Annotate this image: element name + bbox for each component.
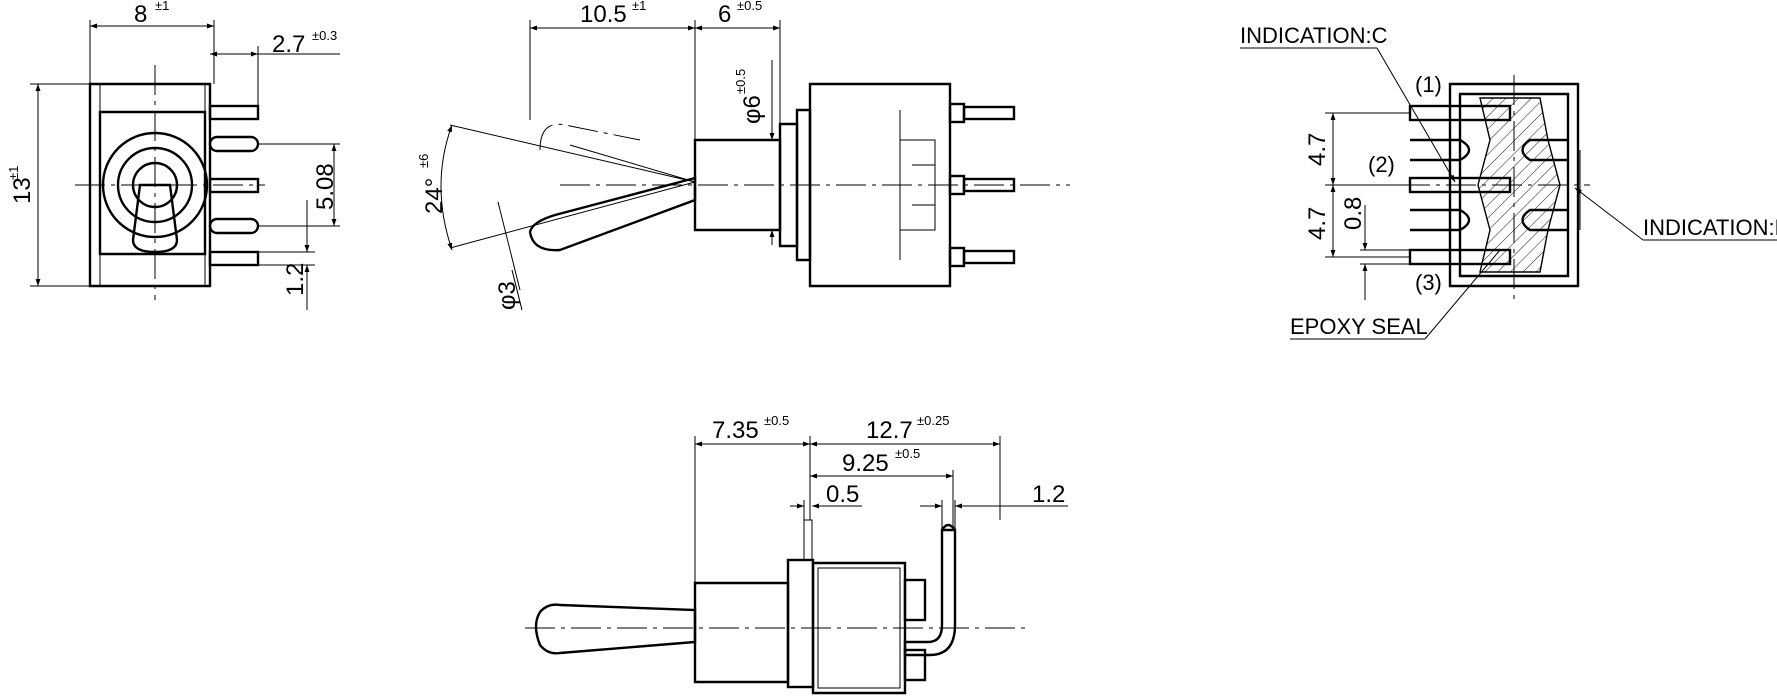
side-view: 10.5 ±1 6 ±0.5 φ6 ±0.5 24° ±6 φ3 [416,0,1070,311]
front-height-tol: ±1 [6,166,21,180]
side-bushing-length-label: 6 [718,1,731,28]
bottom-spacing-upper: 4.7 [1304,133,1331,166]
bottom-pin-3: (3) [1415,270,1442,295]
front-pin-offset-label: 2.7 [272,31,305,58]
top-view: 7.35 ±0.5 12.7 ±0.25 9.25 ±0.5 0.5 1.2 [525,413,1068,695]
top-flange-label: 0.5 [826,481,859,508]
front-pitch-label: 5.08 [312,163,339,210]
front-pin-width-label: 1.2 [282,263,309,296]
top-body-height-label: 9.25 [842,450,889,477]
top-lever-height-tol: ±0.5 [764,413,789,428]
bottom-view: INDICATION:C INDICATION:D EPOXY SEAL (1)… [1240,23,1777,340]
top-total-height-tol: ±0.25 [917,413,949,428]
top-body-height-tol: ±0.5 [895,446,920,461]
bottom-pin-1: (1) [1415,72,1442,97]
bottom-indication-d: INDICATION:D [1643,215,1777,240]
side-tip-diameter-label: φ3 [494,281,521,310]
side-bushing-diameter-tol: ±0.5 [733,69,748,94]
side-angle-tol: ±6 [416,154,431,168]
bottom-pin-thickness: 0.8 [1340,197,1367,230]
side-lever-length-tol: ±1 [632,0,646,13]
side-lever-length-label: 10.5 [580,1,627,28]
bottom-spacing-lower: 4.7 [1304,207,1331,240]
side-bushing-diameter-label: φ6 [739,95,766,124]
top-total-height-label: 12.7 [866,417,913,444]
bottom-epoxy-seal: EPOXY SEAL [1290,314,1428,339]
front-height-label: 13 [9,177,36,204]
front-width-label: 8 [134,1,147,28]
bottom-indication-c: INDICATION:C [1240,23,1388,48]
front-pin-offset-tol: ±0.3 [312,28,337,43]
side-bushing-length-tol: ±0.5 [737,0,762,13]
side-angle-label: 24° [421,178,448,214]
top-lever-height-label: 7.35 [712,417,759,444]
front-width-tol: ±1 [155,0,169,13]
front-view: 8 ±1 2.7 ±0.3 13 ±1 5.08 1.2 [6,0,340,310]
top-pin-width-label: 1.2 [1032,481,1065,508]
bottom-pin-2: (2) [1368,152,1395,177]
